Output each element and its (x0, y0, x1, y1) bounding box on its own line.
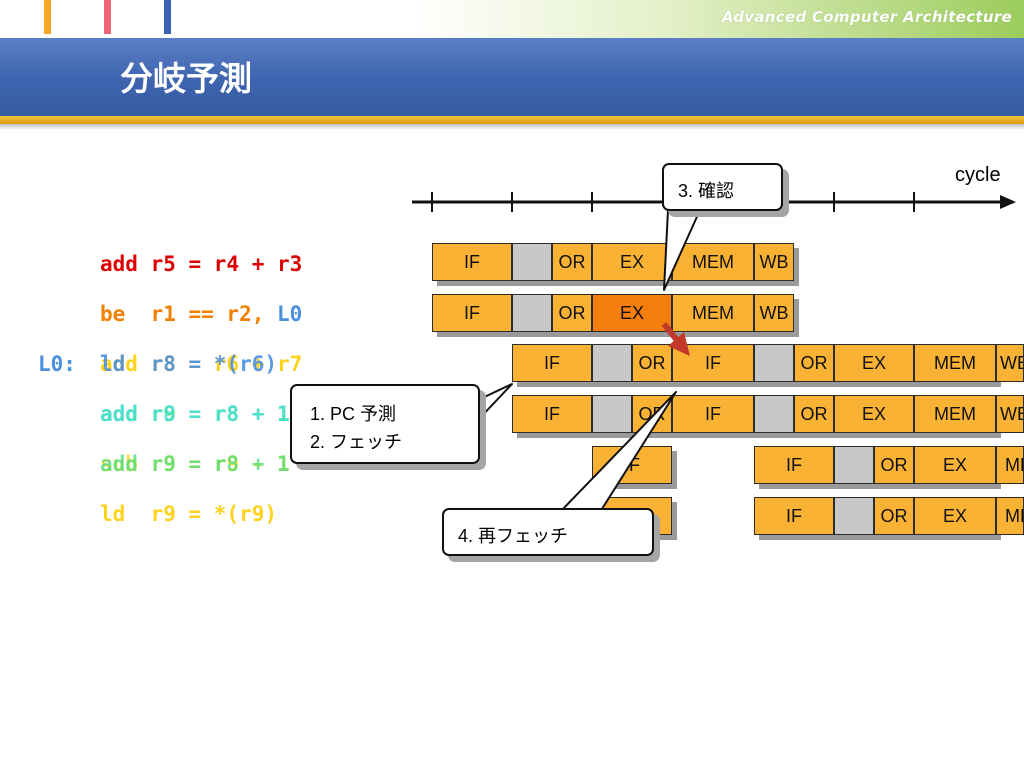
stage-row0-wb: WB (754, 243, 794, 281)
course-brand: Advanced Computer Architecture (721, 8, 1012, 26)
title-underline (0, 116, 1024, 124)
stage-row0-or: OR (552, 243, 592, 281)
stage-row1-stall (512, 294, 552, 332)
stage-row5-or: OR (874, 497, 914, 535)
slide-title: 分岐予測 (120, 59, 252, 98)
stage-row0-if: IF (432, 243, 512, 281)
accent-stripe-blue (164, 0, 171, 34)
stage-row3-ex: EX (834, 395, 914, 433)
callout-predict: 1. PC 予測 2. フェッチ (290, 384, 480, 464)
instruction-ld-r9: ld r9 = *(r9) (100, 502, 278, 526)
stage-row3-wb: WB (996, 395, 1024, 433)
redirect-arrow-icon (661, 322, 690, 356)
callout-predict-step1: 1. PC 予測 (310, 404, 397, 424)
accent-stripe-orange (44, 0, 51, 34)
stage-row5-if: IF (754, 497, 834, 535)
stage-row0-ex: EX (592, 243, 672, 281)
stage-row4-mem: MEM (996, 446, 1024, 484)
stage-row4-or: OR (874, 446, 914, 484)
instruction-add-r9-b: add r9 = r8 + 1 (100, 452, 290, 476)
stage-row5-ex: EX (914, 497, 996, 535)
stage-row3-stall-2 (754, 395, 794, 433)
stage-row2-or: OR (632, 344, 672, 382)
stage-row4-if: IF (754, 446, 834, 484)
stage-row3-stall (592, 395, 632, 433)
callout-predict-step2: 2. フェッチ (310, 432, 403, 452)
instruction-sub-r9: sub r9 = r9 - 1 (100, 452, 290, 476)
instruction-add-r8-plus1: add r8 = r8 + 1 (100, 402, 290, 426)
cycle-axis-label: cycle (955, 164, 1001, 186)
stage-row1-mem: MEM (672, 294, 754, 332)
top-banner: Advanced Computer Architecture (0, 0, 1024, 38)
stage-row2-ex: EX (834, 344, 914, 382)
callout-refetch: 4. 再フェッチ (442, 508, 654, 556)
stage-row3-mem: MEM (914, 395, 996, 433)
stage-row2-mem: MEM (914, 344, 996, 382)
stage-row1-or: OR (552, 294, 592, 332)
stage-row0-stall (512, 243, 552, 281)
instruction-add-r9: add r9 = r8 + 1 (100, 402, 290, 426)
instruction-branch: be r1 == r2, L0 (100, 302, 303, 326)
title-underline-shadow (0, 124, 1024, 130)
callout-confirm: 3. 確認 (662, 163, 783, 211)
stage-row3-if: IF (512, 395, 592, 433)
stage-row1-if: IF (432, 294, 512, 332)
callout-refetch-text: 4. 再フェッチ (458, 526, 569, 546)
title-bar: 分岐予測 (0, 38, 1024, 116)
callout-confirm-text: 3. 確認 (678, 181, 735, 201)
stage-row4-stall (834, 446, 874, 484)
stage-row3-refetch-if: IF (672, 395, 754, 433)
instruction-add-r8-speculative: add r8 = r6 + r7 (100, 352, 303, 376)
stage-row2-if: IF (512, 344, 592, 382)
instruction-add-r5: add r5 = r4 + r3 (100, 252, 303, 276)
stage-row1-wb: WB (754, 294, 794, 332)
stage-row5-mem: MEM (996, 497, 1024, 535)
stage-row2-stall-2 (754, 344, 794, 382)
label-l0: L0: (38, 352, 76, 376)
stage-row5-stall (834, 497, 874, 535)
stage-row3-or-2: OR (794, 395, 834, 433)
stage-row2-or-2: OR (794, 344, 834, 382)
accent-stripe-pink (104, 0, 111, 34)
stage-row1-ex-highlight: EX (592, 294, 672, 332)
instruction-ld-r8: ld r8 = *(r6) (100, 352, 278, 376)
stage-row4-ex: EX (914, 446, 996, 484)
stage-row2-stall (592, 344, 632, 382)
